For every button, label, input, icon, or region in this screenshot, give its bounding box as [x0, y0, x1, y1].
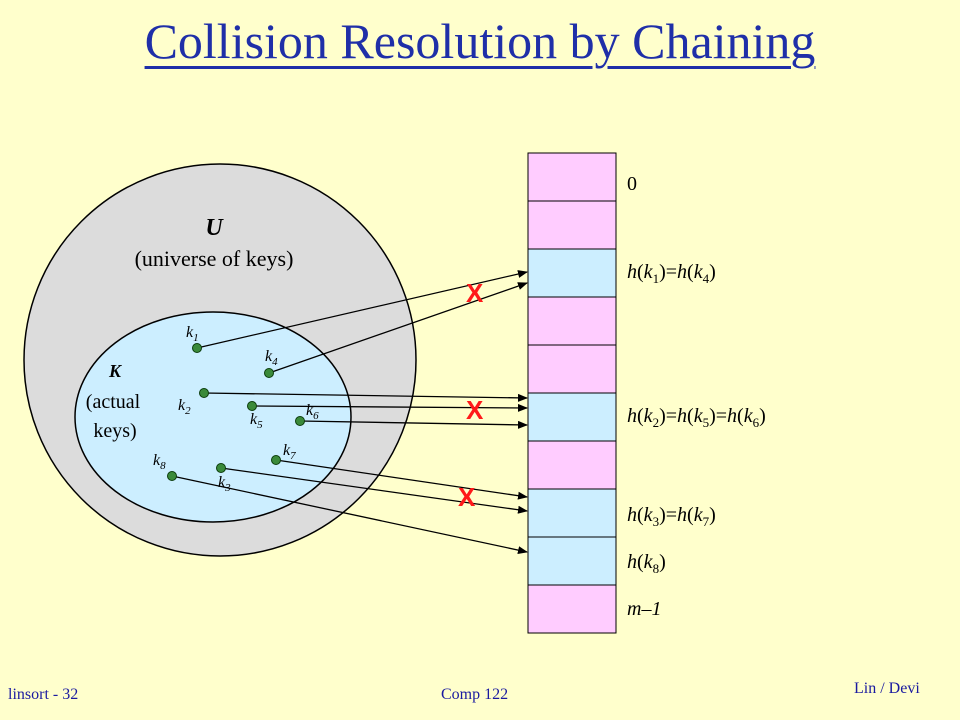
- arrow-k6: [299, 420, 528, 429]
- arrow-k1: [196, 270, 528, 349]
- collision-mark-1: X: [466, 278, 484, 308]
- table-slot-4: [527, 344, 617, 394]
- slot-label-h1-h4: h(k1)=h(k4): [627, 261, 716, 286]
- table-slot-7: [527, 488, 617, 538]
- key-dot-k5: [247, 401, 257, 411]
- slot-label-0: 0: [627, 173, 637, 195]
- key-dot-k3: [216, 463, 226, 473]
- arrow-k2: [203, 392, 528, 402]
- footer-right: Lin / Devi: [854, 680, 920, 697]
- key-label-k2: k2: [178, 397, 191, 417]
- table-slot-9: [527, 584, 617, 634]
- key-label-k6: k6: [306, 402, 319, 422]
- slot-label-h2-h5-h6: h(k2)=h(k5)=h(k6): [627, 405, 766, 430]
- key-label-k3: k3: [218, 474, 231, 494]
- key-label-k7: k7: [283, 442, 296, 462]
- actual-symbol: K: [108, 361, 123, 381]
- slot-label-h3-h7: h(k3)=h(k7): [627, 504, 716, 529]
- key-dot-k1: [192, 343, 202, 353]
- collision-mark-2: X: [466, 395, 484, 425]
- universe-symbol: U: [205, 215, 224, 241]
- table-slot-6: [527, 440, 617, 490]
- hash-table: [527, 152, 617, 634]
- slot-label-m-minus-1: m–1: [627, 598, 661, 620]
- key-label-k4: k4: [265, 348, 278, 368]
- key-dot-k7: [271, 455, 281, 465]
- arrow-k5: [251, 403, 528, 412]
- key-label-k8: k8: [153, 452, 166, 472]
- arrow-k7: [275, 459, 528, 500]
- table-slot-5: [527, 392, 617, 442]
- universe-caption: (universe of keys): [135, 246, 294, 271]
- footer-center: Comp 122: [441, 686, 509, 703]
- arrow-k3: [220, 467, 528, 514]
- actual-caption-line2: keys): [93, 420, 136, 442]
- actual-keys-ellipse: [74, 311, 352, 523]
- table-slot-3: [527, 296, 617, 346]
- arrow-k8: [171, 475, 528, 555]
- slide-title: Collision Resolution by Chaining: [144, 13, 816, 69]
- key-dot-k4: [264, 368, 274, 378]
- table-slot-2: [527, 248, 617, 298]
- key-dot-k2: [199, 388, 209, 398]
- key-dot-k8: [167, 471, 177, 481]
- slot-label-h8: h(k8): [627, 551, 666, 576]
- arrow-k4: [268, 282, 528, 374]
- actual-caption-line1: (actual: [86, 391, 141, 413]
- table-slot-0: [527, 152, 617, 202]
- table-slot-8: [527, 536, 617, 586]
- key-label-k1: k1: [186, 324, 199, 344]
- collision-mark-3: X: [458, 482, 476, 512]
- table-slot-1: [527, 200, 617, 250]
- key-dot-k6: [295, 416, 305, 426]
- footer-left: linsort - 32: [8, 686, 79, 703]
- key-label-k5: k5: [250, 411, 263, 431]
